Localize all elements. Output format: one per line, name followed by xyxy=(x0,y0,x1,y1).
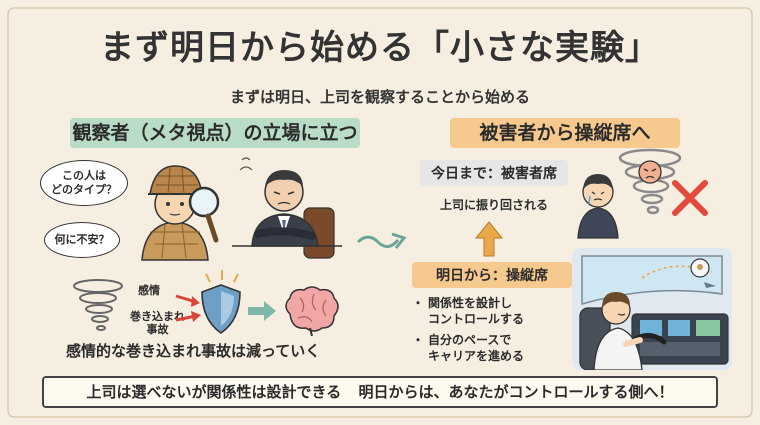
from-tomorrow-title: 明日から：操縦席 xyxy=(412,262,572,288)
bottom-message-left: 上司は選べないが関係性は設計できる xyxy=(86,383,342,401)
teal-arrow-icon xyxy=(248,301,276,321)
red-arrow-icon xyxy=(175,294,201,322)
until-today-text: 上司に振り回される xyxy=(439,198,548,212)
sparkle-icon xyxy=(205,270,239,283)
bullet-text: 関係性を設計し コントロールする xyxy=(428,296,525,326)
bottom-message-bar: 上司は選べないが関係性は設計できる 明日からは、あなたがコントロールする側へ！ xyxy=(42,376,718,408)
emotion-label: 感情 xyxy=(138,284,160,297)
accident-label: 巻き込まれ 事故 xyxy=(130,310,185,337)
bullet-icon: ・ xyxy=(412,296,425,310)
magnifier-icon xyxy=(188,186,220,243)
until-today-box: 今日まで：被害者席 上司に振り回される xyxy=(420,160,568,218)
page-title: まず明日から始める「小さな実験」 xyxy=(100,28,660,68)
shield-icon xyxy=(201,282,241,334)
pilot-seat-header: 被害者から操縦席へ xyxy=(450,118,680,148)
victim-illustration xyxy=(577,174,619,239)
bottom-message-right: 明日からは、あなたがコントロールする側へ！ xyxy=(358,383,674,401)
bullet-icon: ・ xyxy=(412,333,425,348)
from-tomorrow-box: 明日から：操縦席 ・ 関係性を設計し コントロールする ・ 自分のペースで キャ… xyxy=(412,262,572,370)
detective-illustration xyxy=(141,165,209,261)
from-tomorrow-bullet-2: ・ 自分のペースで キャリアを進める xyxy=(412,333,572,364)
thought-bubble-anxiety: 何に不安？ xyxy=(44,222,120,258)
from-tomorrow-bullet-1: ・ 関係性を設計し コントロールする xyxy=(412,296,572,327)
transition-arrow-icon xyxy=(356,232,407,249)
cross-icon xyxy=(672,180,708,216)
boss-illustration xyxy=(232,157,342,259)
accident-reduction-caption: 感情的な巻き込まれ事故は減っていく xyxy=(66,342,321,360)
thought-bubble-type: この人は どのタイプ？ xyxy=(40,160,128,206)
page-subtitle: まずは明日、上司を観察することから始める xyxy=(229,88,530,106)
up-arrow-icon xyxy=(474,221,504,257)
cockpit-illustration xyxy=(572,248,732,370)
bullet-text: 自分のペースで キャリアを進める xyxy=(428,333,525,363)
brain-icon xyxy=(285,286,339,336)
until-today-title: 今日まで：被害者席 xyxy=(420,160,568,186)
tornado-icon xyxy=(73,279,123,331)
angry-boss-tornado-icon xyxy=(618,148,682,215)
observer-header: 観察者（メタ視点）の立場に立つ xyxy=(70,118,360,148)
